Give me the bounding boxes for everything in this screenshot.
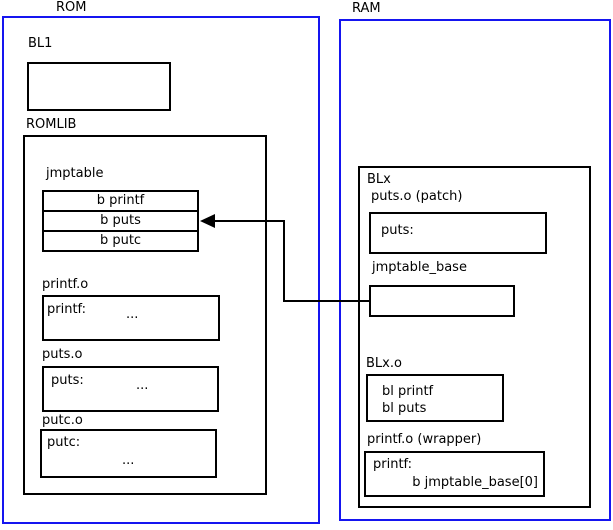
ram-region-label: RAM — [352, 1, 381, 16]
blx-o-line-bl-printf: bl printf — [382, 384, 434, 399]
puts-o-box: puts: ... — [42, 366, 219, 412]
arrowhead-left-icon — [200, 214, 215, 228]
rom-region-frame — [2, 16, 320, 524]
printf-wrapper-symbol: printf: — [373, 457, 413, 472]
bl1-label: BL1 — [28, 36, 53, 51]
blx-o-label: BLx.o — [366, 356, 402, 371]
puts-patch-box: puts: — [369, 212, 547, 254]
jmptable-label: jmptable — [46, 166, 104, 181]
puts-patch-symbol: puts: — [381, 223, 414, 238]
jmptable-row-puts: b puts — [42, 210, 199, 232]
jmptable-base-label: jmptable_base — [372, 260, 467, 275]
putc-o-label: putc.o — [42, 413, 83, 428]
putc-symbol: putc: — [47, 435, 81, 450]
puts-ellipsis: ... — [136, 378, 149, 393]
puts-o-label: puts.o — [42, 347, 83, 362]
blx-o-line-bl-puts: bl puts — [382, 401, 427, 416]
romlib-label: ROMLIB — [26, 117, 77, 132]
printf-wrapper-label: printf.o (wrapper) — [367, 432, 482, 447]
arrow-segment-horizontal-right — [283, 300, 370, 302]
jmptable-row-putc: b putc — [42, 230, 199, 252]
putc-o-box: putc: ... — [40, 429, 217, 478]
printf-o-box: printf: ... — [42, 295, 220, 341]
puts-patch-label: puts.o (patch) — [371, 189, 463, 204]
putc-ellipsis: ... — [122, 453, 135, 468]
bl1-box — [27, 62, 171, 111]
jmptable-box: b printf b puts b putc — [42, 190, 199, 252]
printf-o-label: printf.o — [42, 277, 89, 292]
blx-label: BLx — [367, 172, 391, 187]
printf-wrapper-box: printf: b jmptable_base[0] — [364, 451, 545, 497]
printf-symbol: printf: — [47, 302, 87, 317]
printf-wrapper-instruction: b jmptable_base[0] — [412, 475, 538, 490]
arrow-segment-horizontal-left — [213, 220, 285, 222]
jmptable-row-printf: b printf — [42, 190, 199, 212]
jmptable-base-box — [369, 285, 515, 317]
ram-region-frame — [339, 19, 611, 521]
arrow-segment-vertical — [283, 220, 285, 302]
blx-o-box: bl printf bl puts — [366, 374, 504, 422]
rom-region-label: ROM — [56, 0, 87, 15]
puts-symbol: puts: — [51, 373, 84, 388]
printf-ellipsis: ... — [126, 307, 139, 322]
